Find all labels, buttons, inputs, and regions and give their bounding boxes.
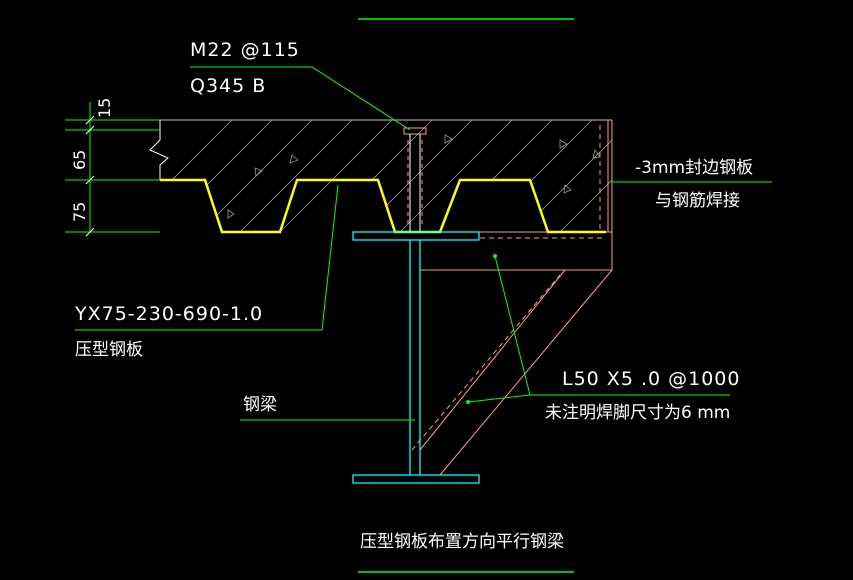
dim-15: 15 [95, 98, 114, 118]
concrete-slab [149, 119, 612, 232]
drawing-title: 压型钢板布置方向平行钢梁 [360, 532, 564, 552]
edge-plate-label-2: 与钢筋焊接 [655, 191, 740, 211]
leader-deck [75, 184, 339, 331]
dimension-chain [65, 102, 160, 237]
anchor-grade-label: Q345 B [190, 75, 266, 97]
leader-anchor [190, 66, 411, 131]
shear-stud [403, 127, 427, 232]
steel-i-beam [352, 231, 480, 484]
angle-spec-label: L50 X5 .0 @1000 [562, 368, 740, 390]
leader-dot-angle [493, 254, 497, 258]
deck-name-label: 压型钢板 [75, 340, 143, 360]
anchor-spec-label: M22 @115 [190, 39, 300, 61]
dim-65: 65 [70, 150, 89, 170]
leader-dot-angle2 [466, 400, 470, 404]
deck-spec-label: YX75-230-690-1.0 [74, 303, 263, 325]
weld-note-label: 未注明焊脚尺寸为6 mm [545, 403, 730, 423]
edge-plate-label-1: -3mm封边钢板 [635, 158, 753, 178]
dim-75: 75 [70, 202, 89, 222]
steel-deck-profile [160, 178, 606, 234]
beam-name-label: 钢梁 [243, 395, 277, 415]
